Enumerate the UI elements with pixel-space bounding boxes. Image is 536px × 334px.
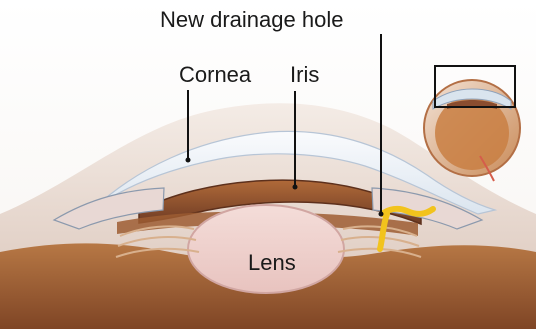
- cornea-leader-dot: [186, 158, 191, 163]
- drainage-leader-dot: [379, 212, 384, 217]
- new-drainage-hole-label: New drainage hole: [160, 9, 343, 31]
- iris-label: Iris: [290, 64, 319, 86]
- iris-leader-dot: [293, 185, 298, 190]
- lens-shape: [188, 205, 344, 293]
- cornea-label: Cornea: [179, 64, 251, 86]
- lens-label: Lens: [248, 252, 296, 274]
